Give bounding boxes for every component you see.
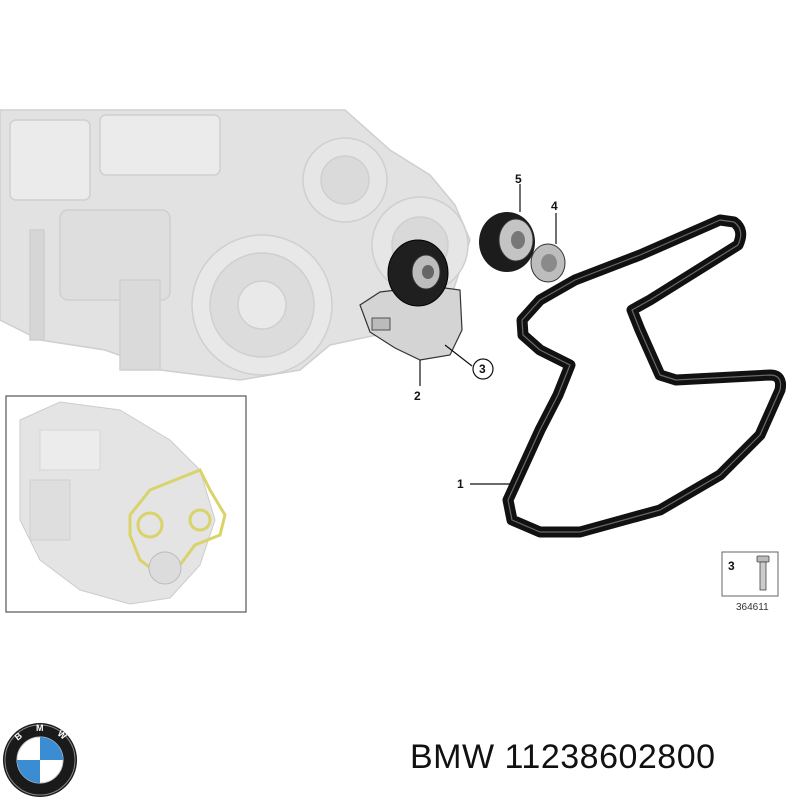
part-caption: BMW 11238602800 <box>410 738 716 777</box>
callout-5-number: 5 <box>515 172 522 186</box>
drive-belt <box>502 214 786 538</box>
callout-3-leader <box>444 344 473 367</box>
engine-background <box>0 109 471 381</box>
idler-pulley <box>479 212 535 272</box>
bmw-logo: B M W <box>3 723 77 797</box>
small-pulley <box>530 243 566 283</box>
inset-engine-view <box>5 395 247 613</box>
caption-brand: BMW <box>410 738 495 776</box>
svg-text:M: M <box>36 723 44 733</box>
callout-2-number: 2 <box>414 389 421 403</box>
callout-1-number: 1 <box>457 477 464 491</box>
caption-part-number: 11238602800 <box>504 738 716 776</box>
callouts <box>419 184 557 485</box>
bolt-box-number: 3 <box>728 559 735 573</box>
inset-belt-highlight <box>128 468 227 577</box>
callout-4-number: 4 <box>551 199 558 213</box>
tensioner-assembly <box>359 239 463 361</box>
bolt-icon <box>756 555 770 591</box>
callout-3-number: 3 <box>479 362 486 376</box>
callout-3-circle <box>472 358 494 380</box>
svg-text:B: B <box>13 730 25 742</box>
bolt-detail-box: 3 <box>721 551 779 597</box>
diagram-doc-id: 364611 <box>736 602 769 613</box>
